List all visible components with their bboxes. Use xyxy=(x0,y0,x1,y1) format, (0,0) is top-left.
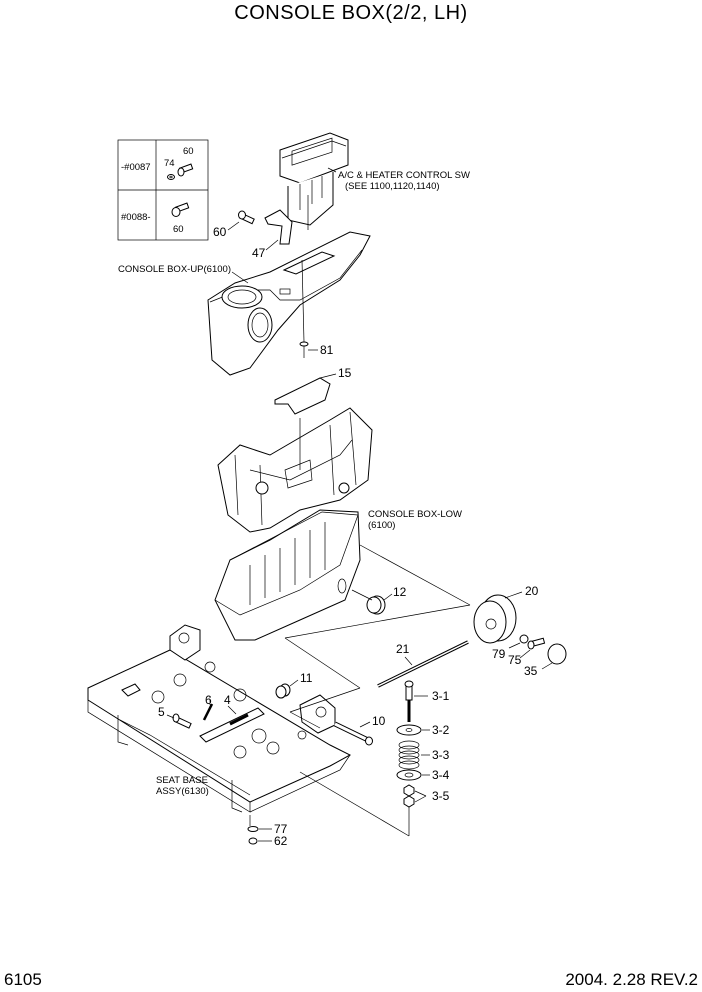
bolt-75: 75 xyxy=(508,637,546,667)
handle-47: 47 xyxy=(252,209,293,260)
page-title: CONSOLE BOX(2/2, LH) xyxy=(234,2,468,24)
bracket-15: 15 xyxy=(274,366,352,415)
washer-79: 79 xyxy=(492,634,529,661)
assembly-guide-lines xyxy=(249,195,471,837)
pin-10: 10 xyxy=(333,714,386,746)
part-label-75: 75 xyxy=(508,653,522,667)
part-label-3-4: 3-4 xyxy=(432,768,450,782)
part-label-3-5: 3-5 xyxy=(432,789,450,803)
cap-35: 35 xyxy=(524,643,567,678)
part-label-77: 77 xyxy=(274,822,288,836)
washer-77: 77 xyxy=(247,822,288,836)
bolt-with-washer-icon xyxy=(171,202,190,217)
part-label-3-2: 3-2 xyxy=(432,723,450,737)
spring-4: 4 xyxy=(199,693,265,743)
ac-heater-control-switch: A/C & HEATER CONTROL SW (SEE 1100,1120,1… xyxy=(279,132,470,226)
part-label-6: 6 xyxy=(205,693,212,707)
table-part-74: 74 xyxy=(164,158,175,169)
ac-heater-label-1: A/C & HEATER CONTROL SW xyxy=(338,170,470,181)
bolt-5: 5 xyxy=(158,705,192,729)
part-label-10: 10 xyxy=(372,714,386,728)
bolt-60: 60 xyxy=(213,210,255,239)
part-label-5: 5 xyxy=(158,705,165,719)
pin-6: 6 xyxy=(202,693,214,721)
console-low-label-2: (6100) xyxy=(368,520,395,531)
spring-stack-3: 3-1 3-2 3-3 3-4 3-5 xyxy=(396,680,450,836)
bolt-icon xyxy=(177,163,194,177)
part-label-79: 79 xyxy=(492,647,506,661)
seat-base-plate: SEAT BASE ASSY(6130) xyxy=(87,624,352,813)
washer-icon xyxy=(167,174,175,180)
knob-20: 20 xyxy=(473,584,539,644)
part-label-20: 20 xyxy=(525,584,539,598)
table-part-60-early: 60 xyxy=(183,146,194,157)
part-label-81: 81 xyxy=(320,343,334,357)
part-label-47: 47 xyxy=(252,246,266,260)
part-label-3-3: 3-3 xyxy=(432,748,450,762)
console-box-upper: CONSOLE BOX-UP(6100) xyxy=(118,231,371,376)
console-frame xyxy=(217,407,373,533)
seat-base-label-1: SEAT BASE xyxy=(156,775,208,786)
nut-62: 62 xyxy=(248,834,288,848)
serial-range-early: -#0087 xyxy=(121,162,151,173)
part-label-35: 35 xyxy=(524,664,538,678)
console-box-lower: CONSOLE BOX-LOW (6100) xyxy=(214,509,462,641)
bushing-11: 11 xyxy=(275,671,313,699)
rod-21: 21 xyxy=(377,640,469,688)
part-label-11: 11 xyxy=(300,671,313,685)
part-label-12: 12 xyxy=(393,585,407,599)
screw-81: 81 xyxy=(299,341,334,358)
revision-date: 2004. 2.28 REV.2 xyxy=(565,970,698,989)
part-label-21: 21 xyxy=(396,642,410,656)
seat-base-label-2: ASSY(6130) xyxy=(156,786,209,797)
part-label-60: 60 xyxy=(213,225,227,239)
part-label-4: 4 xyxy=(224,693,231,707)
part-label-62: 62 xyxy=(274,834,288,848)
console-up-label: CONSOLE BOX-UP(6100) xyxy=(118,264,231,275)
table-part-60-late: 60 xyxy=(173,224,184,235)
ac-heater-label-2: (SEE 1100,1120,1140) xyxy=(345,181,440,192)
part-label-15: 15 xyxy=(338,366,352,380)
part-label-3-1: 3-1 xyxy=(432,689,450,703)
page-number: 6105 xyxy=(4,970,42,989)
variant-table: -#0087 #0088- 60 74 60 xyxy=(117,139,209,241)
cap-12: 12 xyxy=(366,585,407,615)
serial-range-late: #0088- xyxy=(121,212,151,223)
console-low-label-1: CONSOLE BOX-LOW xyxy=(368,509,462,520)
